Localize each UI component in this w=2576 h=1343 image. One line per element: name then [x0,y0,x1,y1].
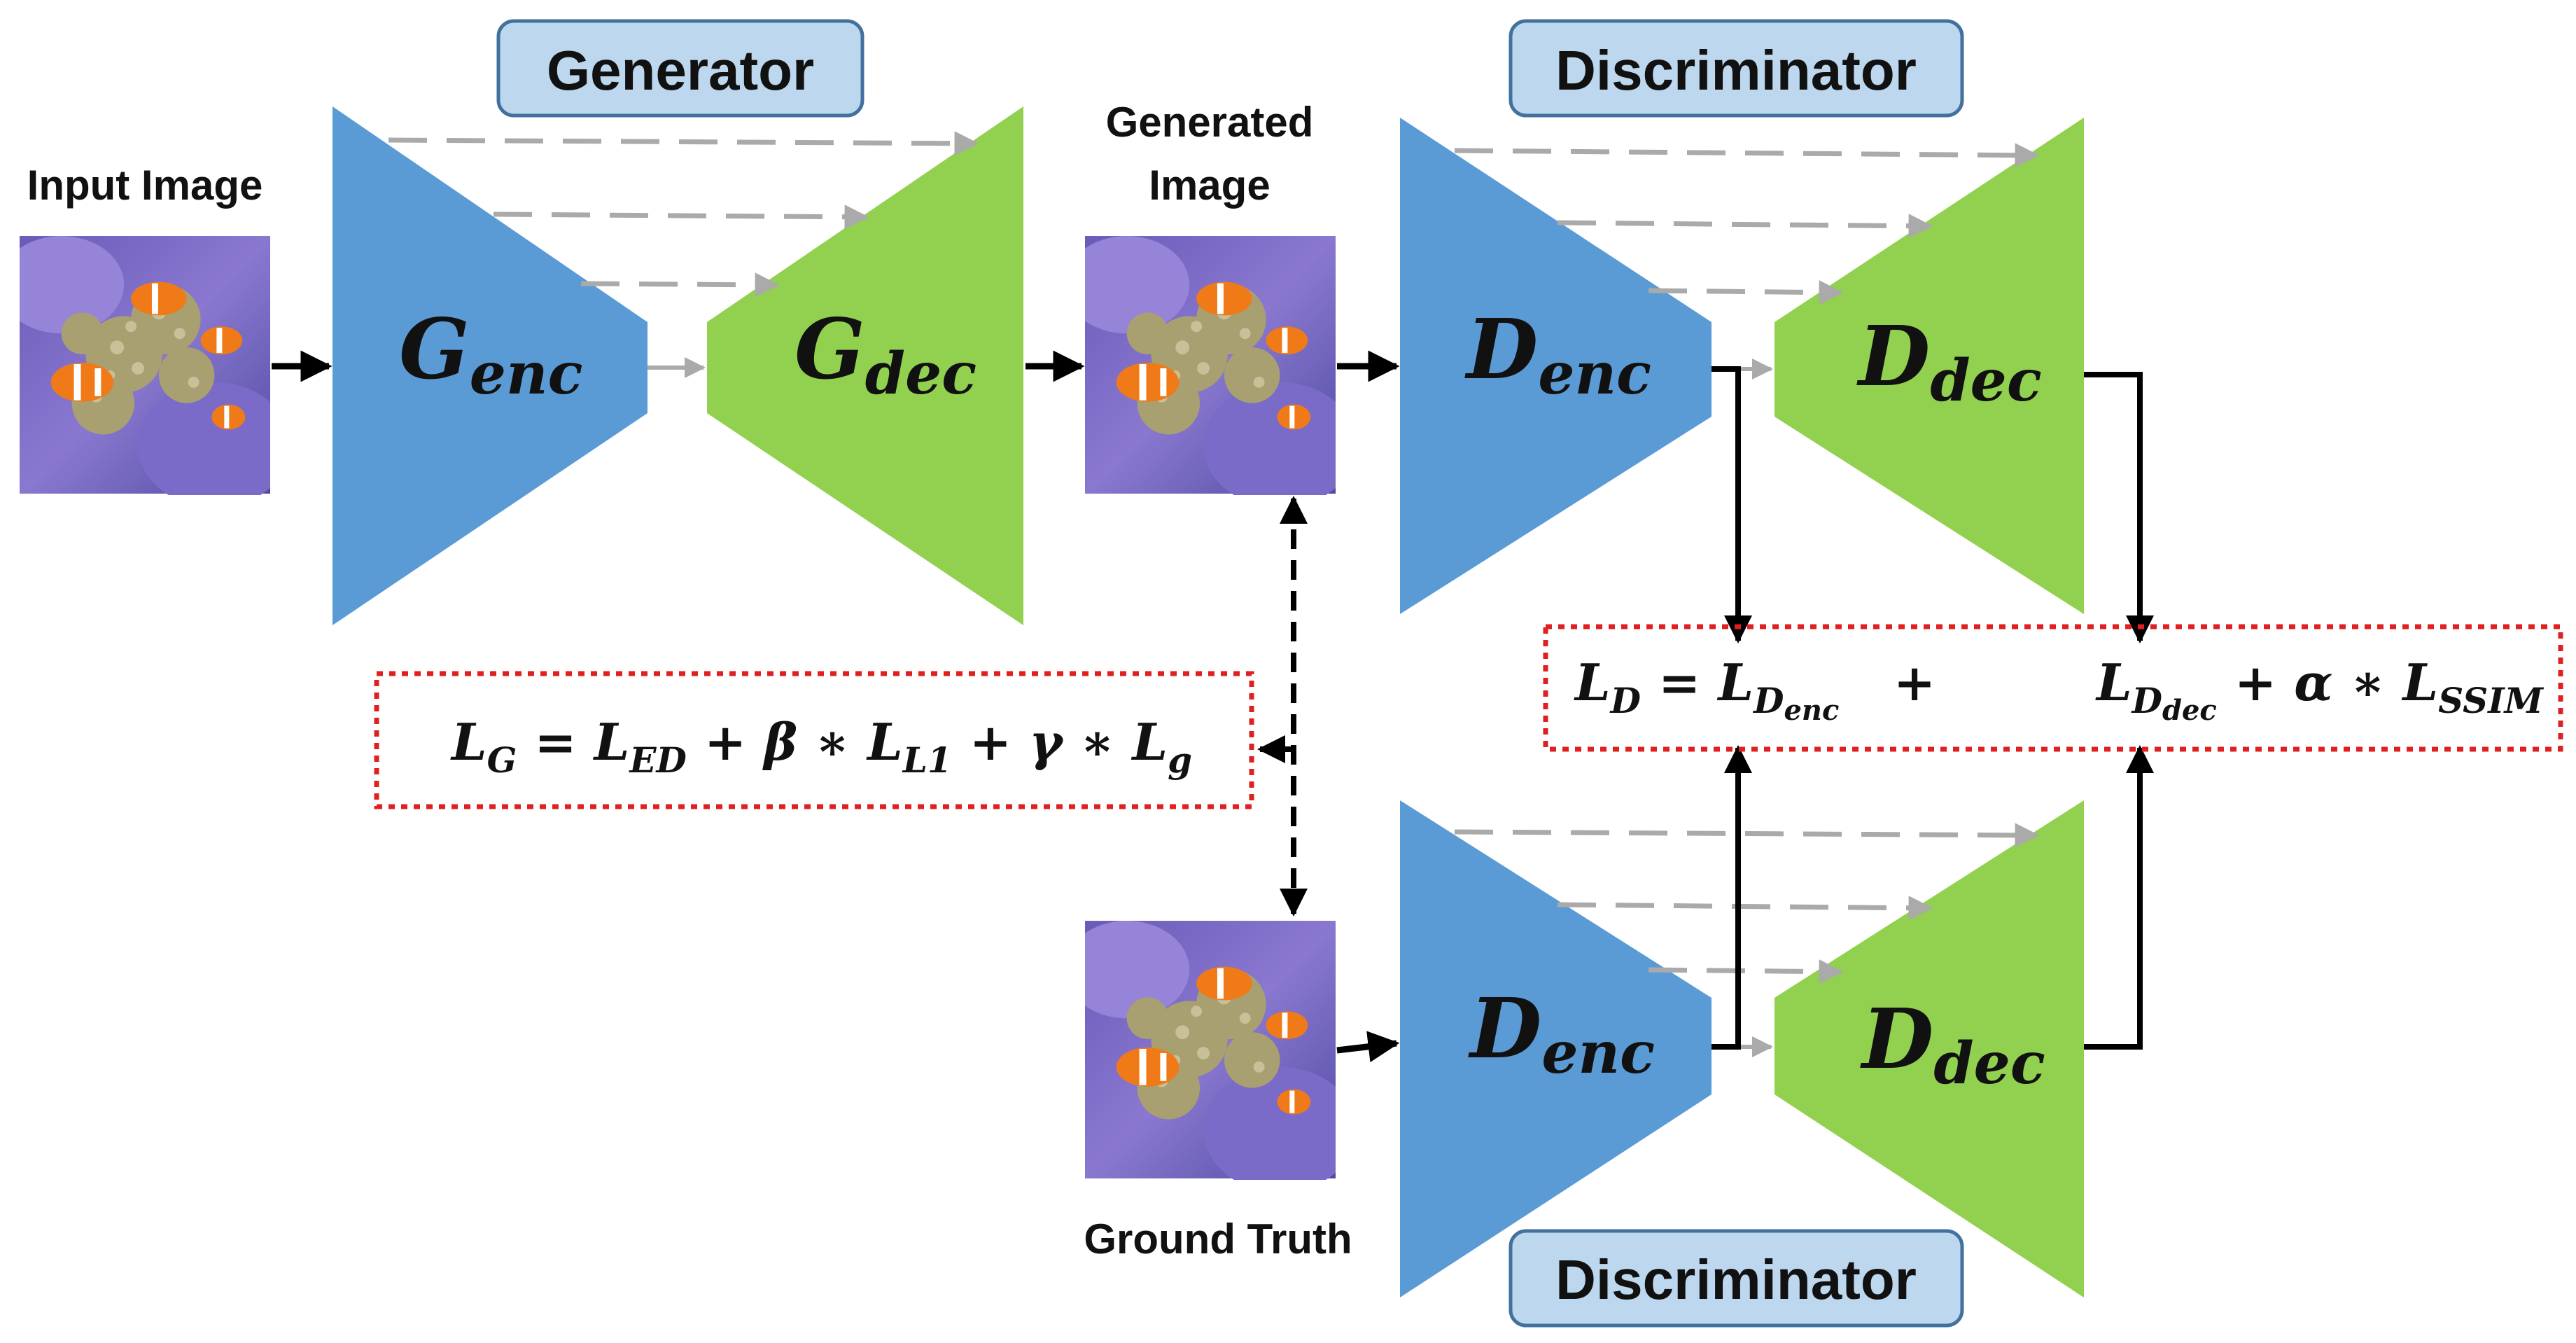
generated-image-caption-line1: Generated [1106,99,1314,146]
discriminator-loss-box: LD = LDenc + LDdec + α ∗ LSSIM [1543,624,2563,752]
discriminator-loss-connectors [1712,366,2154,1050]
discriminator-loss-left: LD = LDenc [1574,653,1839,727]
svg-text:Genc: Genc [399,300,583,408]
skip-connections-discriminator-top [1454,143,2040,305]
svg-text:Denc: Denc [1464,300,1651,408]
discriminator-decoder-block-bottom: Ddec [1774,800,2084,1297]
generated-image [1085,236,1336,495]
input-image [20,236,270,495]
svg-text:Gdec: Gdec [794,300,976,408]
svg-text:Discriminator: Discriminator [1555,1248,1917,1311]
ground-truth-image [1085,921,1336,1180]
generator-loss-equation: LG = LED + β ∗ LL1 + γ ∗ Lg [450,712,1192,781]
skip-connections-discriminator-bottom [1454,823,2040,984]
input-image-caption: Input Image [27,162,263,209]
discriminator-loss-right: LDdec + α ∗ LSSIM [2095,653,2544,727]
discriminator-decoder-block-top: Ddec [1774,118,2084,614]
discriminator-label-bottom: Discriminator [1508,1229,1964,1328]
svg-text:Denc: Denc [1468,980,1655,1087]
generator-decoder-block: Gdec [707,106,1023,625]
discriminator-label-top: Discriminator [1508,19,1964,118]
discriminator-loss-plus: + [1893,653,1935,712]
svg-text:Generator: Generator [547,39,814,102]
ground-truth-caption: Ground Truth [1084,1216,1352,1262]
discriminator-encoder-block-top: Denc [1400,118,1712,614]
generator-loss-box: LG = LED + β ∗ LL1 + γ ∗ Lg [374,671,1254,809]
svg-text:Ddec: Ddec [1856,307,2042,415]
skip-connections-generator [388,131,979,298]
discriminator-encoder-block-bottom: Denc [1400,800,1712,1297]
flow-arrows [272,350,1400,1063]
generator-label: Generator [496,19,864,118]
svg-text:Discriminator: Discriminator [1555,39,1917,102]
generator-encoder-block: Genc [332,106,648,625]
generated-image-caption-line2: Image [1149,162,1270,209]
svg-text:Ddec: Ddec [1860,990,2045,1097]
